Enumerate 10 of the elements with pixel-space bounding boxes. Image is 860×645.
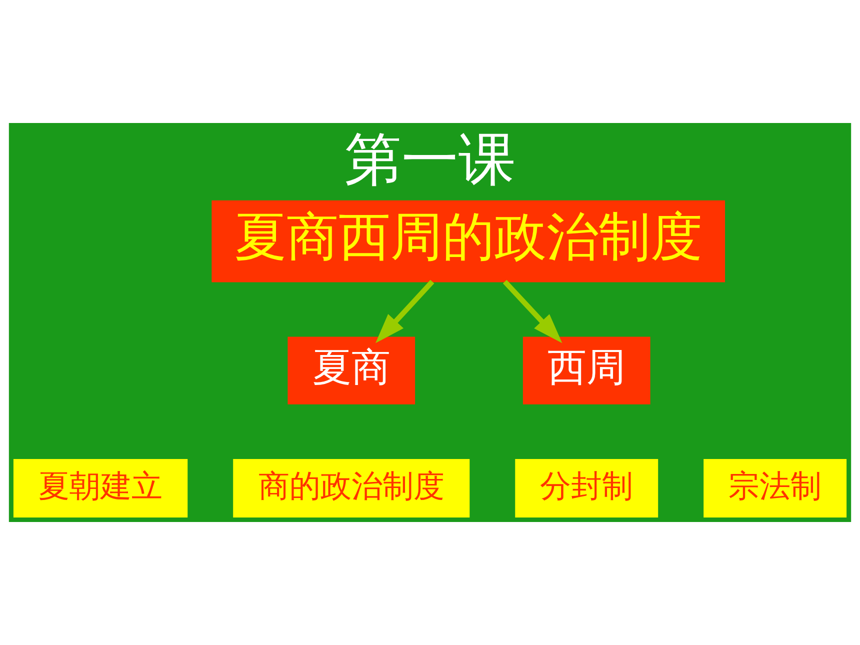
arrow <box>376 280 434 344</box>
node-box: 商的政治制度 <box>233 458 470 518</box>
node-box: 夏商 <box>288 336 416 404</box>
node-box: 夏商西周的政治制度 <box>212 200 726 282</box>
node-box: 夏朝建立 <box>13 458 188 518</box>
arrow <box>502 280 562 344</box>
diagram-title: 第一课 <box>344 127 516 194</box>
node-box: 西周 <box>522 336 650 404</box>
node-box: 分封制 <box>515 458 658 518</box>
node-box: 宗法制 <box>704 458 847 518</box>
